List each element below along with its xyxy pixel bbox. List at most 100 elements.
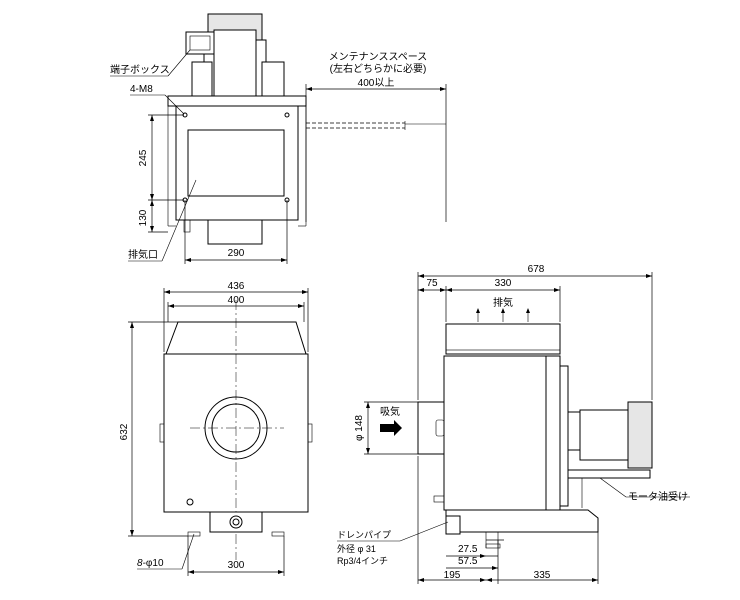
- side-view: 678 75 330 排気 吸気 φ 148 モータ油受け: [337, 264, 690, 584]
- front-foot-right: [271, 531, 285, 537]
- motor-oil-leader: [599, 477, 627, 498]
- bracket-right: [261, 61, 285, 97]
- arrow-678-r: [646, 274, 652, 278]
- arrow-300-r: [278, 570, 284, 574]
- arrow-632-t: [130, 322, 134, 328]
- terminal-box-lid: [189, 35, 211, 51]
- arrow-75-r: [440, 288, 446, 292]
- holes-dia: φ10: [146, 558, 164, 569]
- arrow-space-r: [440, 87, 446, 91]
- front-foot-left: [187, 531, 201, 537]
- side-exhaust-rim: [445, 349, 561, 355]
- dim-400-label: 400: [228, 295, 245, 306]
- dim-57-5-label: 57.5: [458, 556, 478, 567]
- front-view: 436 400 632 8-φ10 300: [119, 281, 313, 576]
- side-oil-tray: [567, 469, 651, 479]
- arrow-57-5: [492, 566, 498, 570]
- exhaust-leg-left: [183, 219, 191, 233]
- dim-300-label: 300: [228, 560, 245, 571]
- arrow-245-b: [150, 194, 154, 200]
- front-drain-bolt: [186, 498, 194, 506]
- arrow-678-l: [418, 274, 424, 278]
- terminal-box-label: 端子ボックス: [110, 63, 170, 76]
- filter-door: [187, 129, 285, 197]
- intake-arrow: [380, 420, 402, 436]
- front-handle-left: [159, 423, 165, 443]
- side-motor-fan: [627, 401, 653, 469]
- side-back-flange: [559, 365, 569, 507]
- arrow-space-l: [306, 87, 312, 91]
- dim-335-label: 335: [534, 570, 551, 581]
- exhaust-leader: [161, 179, 197, 262]
- intake-label: 吸気: [380, 405, 400, 418]
- side-intake-duct: [417, 401, 445, 455]
- arrow-130-t: [150, 200, 154, 206]
- arrow-27-5: [480, 554, 486, 558]
- arrow-195-r: [480, 578, 486, 582]
- arrow-290-l: [185, 258, 191, 262]
- holes-label: 8-φ10: [137, 558, 164, 569]
- side-drain: [433, 495, 445, 503]
- arrow-436-r: [302, 290, 308, 294]
- arrow-400-l: [168, 304, 174, 308]
- dim-245-label: 245: [138, 149, 149, 166]
- dim-27-5-label: 27.5: [458, 544, 478, 555]
- intake-dia-label: φ 148: [354, 415, 365, 441]
- arrow-330-r: [554, 288, 560, 292]
- dim-130-label: 130: [138, 209, 149, 226]
- side-motor-adapter: [567, 411, 581, 451]
- terminal-leader: [167, 49, 191, 77]
- bolt-label: 4-M8: [130, 84, 153, 95]
- bolt-2: [284, 112, 290, 118]
- exhaust-label: 排気: [493, 296, 513, 309]
- dim-678-label: 678: [528, 264, 545, 275]
- drain-rp-label: Rp3/4インチ: [337, 556, 388, 566]
- dim-632-label: 632: [119, 423, 130, 440]
- side-intake-handle: [435, 419, 445, 437]
- maintenance-space-label: メンテナンススペース: [329, 51, 428, 63]
- arrow-300-l: [188, 570, 194, 574]
- drain-pipe-label: ドレンパイプ: [337, 530, 391, 540]
- dim-436-label: 436: [228, 281, 245, 292]
- dim-290-label: 290: [228, 248, 245, 259]
- side-foot: [485, 543, 501, 549]
- drain-od-label: 外径 φ 31: [337, 543, 376, 554]
- top-view: メンテナンススペース (左右どちらかに必要) 400以上 端子ボックス 4-M8…: [110, 13, 447, 264]
- arrow-436-l: [164, 290, 170, 294]
- exhaust-port-label: 排気口: [128, 248, 158, 261]
- front-drain-inner: [232, 518, 240, 526]
- drain-leader: [399, 521, 449, 542]
- side-body: [443, 355, 547, 511]
- motor-oil-label: モータ油受け: [628, 490, 688, 503]
- arrow-195-l: [418, 578, 424, 582]
- holes-count: 8-: [137, 558, 147, 569]
- arrow-330-l: [446, 288, 452, 292]
- dim-330-label: 330: [495, 278, 512, 289]
- terminal-box: [185, 31, 215, 55]
- arrow-75-l: [418, 288, 424, 292]
- arrow-148-t: [366, 402, 370, 408]
- side-base: [445, 509, 599, 533]
- arrow-335-r: [592, 578, 598, 582]
- exhaust-arrow-1-head: [476, 308, 480, 313]
- maintenance-side-label: (左右どちらかに必要): [330, 62, 427, 75]
- arrow-130-b: [150, 226, 154, 232]
- arrow-148-b: [366, 448, 370, 454]
- side-body-back: [545, 355, 561, 511]
- top-plate: [167, 95, 307, 107]
- motor-fan-cover: [213, 29, 257, 101]
- arrow-400-r: [298, 304, 304, 308]
- exhaust-arrow-3-head: [526, 308, 530, 313]
- side-exhaust-box: [445, 323, 561, 355]
- arrow-632-b: [130, 530, 134, 536]
- arrow-245-t: [150, 115, 154, 121]
- front-handle-right: [307, 423, 313, 443]
- arrow-290-r: [281, 258, 287, 262]
- space-dim-label: 400以上: [358, 77, 395, 89]
- arrow-335-l: [486, 578, 492, 582]
- exhaust-arrow-2-head: [501, 308, 505, 313]
- dim-195-label: 195: [444, 570, 461, 581]
- bracket-left: [191, 61, 213, 97]
- exhaust-port: [207, 219, 263, 245]
